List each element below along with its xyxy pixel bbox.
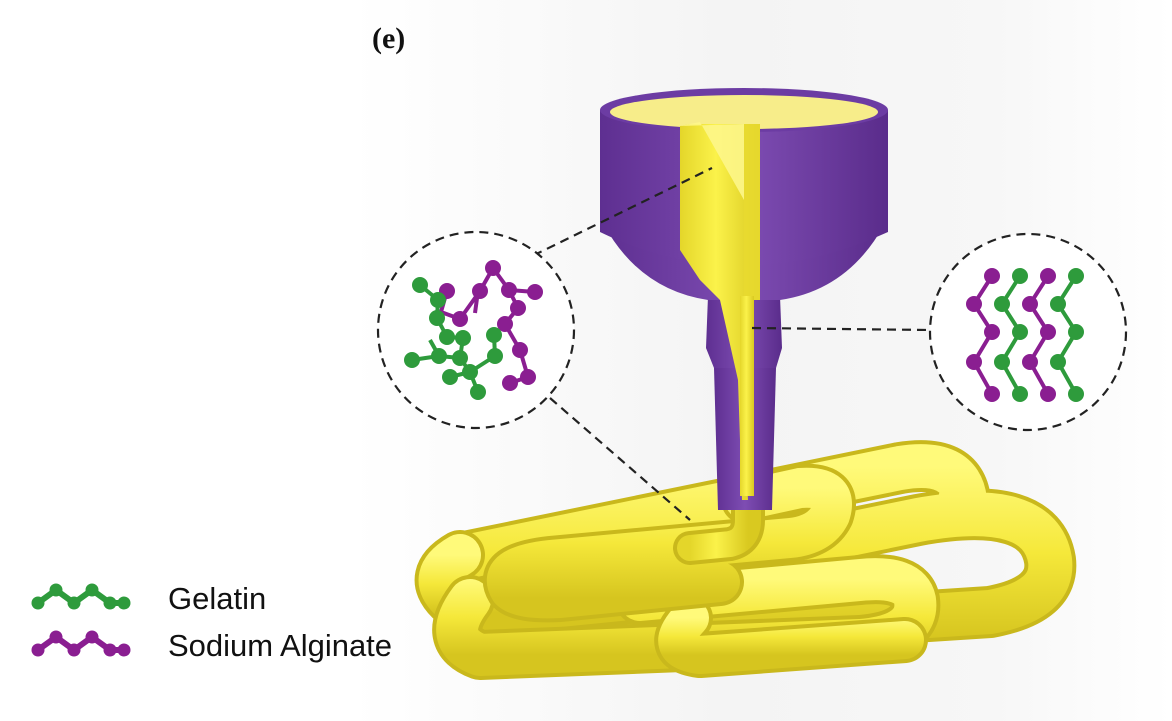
magnified-view-aligned — [928, 232, 1128, 432]
print-head — [600, 88, 888, 510]
legend-gelatin-icon — [31, 583, 131, 610]
gelatin-atoms-left — [404, 277, 503, 400]
magnified-view-disordered — [376, 230, 576, 430]
printed-scaffold — [414, 440, 1077, 680]
panel-label: (e) — [372, 22, 406, 55]
legend-alginate-icon — [31, 630, 131, 657]
ink-surface — [610, 95, 878, 129]
aligned-chain-atoms — [966, 268, 1084, 402]
legend-gelatin-label: Gelatin — [168, 581, 267, 616]
callout-line-upper-left — [519, 167, 713, 263]
alginate-atoms-left — [439, 260, 543, 391]
callout-line-lower-left — [549, 397, 691, 521]
scaffold-bottom-layer — [434, 440, 1077, 666]
callout-lines — [519, 167, 931, 521]
scaffold-top-layer — [483, 463, 856, 623]
ink-column — [740, 296, 754, 496]
scaffold-front-loops — [414, 530, 941, 680]
legend-alginate-label: Sodium Alginate — [168, 628, 393, 663]
